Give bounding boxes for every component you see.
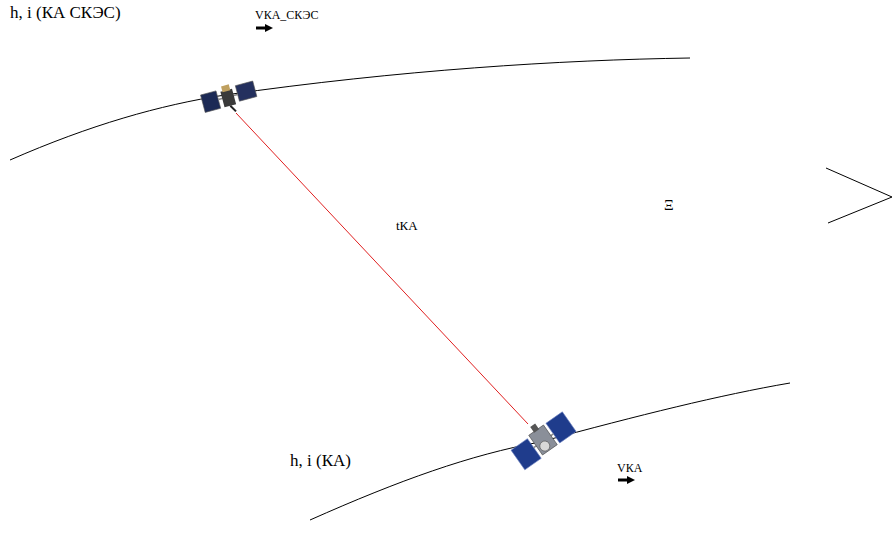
satellite-icon [200,78,259,119]
orbit-parameters: h, i (КА) [290,452,351,471]
time-label: tКА [396,219,418,233]
orbit-line [310,383,790,520]
velocity-label: VКА_СКЭС [255,9,318,22]
satellite-icon [506,407,577,470]
velocity-arrow [256,24,273,32]
chevron-mark [826,168,892,223]
orbit-line [10,58,690,160]
region-symbol: Ξ [664,197,674,214]
link-line [236,113,528,424]
orbit-parameters: h, i (КА СКЭС) [10,4,121,23]
velocity-label: VКА [617,462,642,475]
velocity-arrow [618,476,635,484]
